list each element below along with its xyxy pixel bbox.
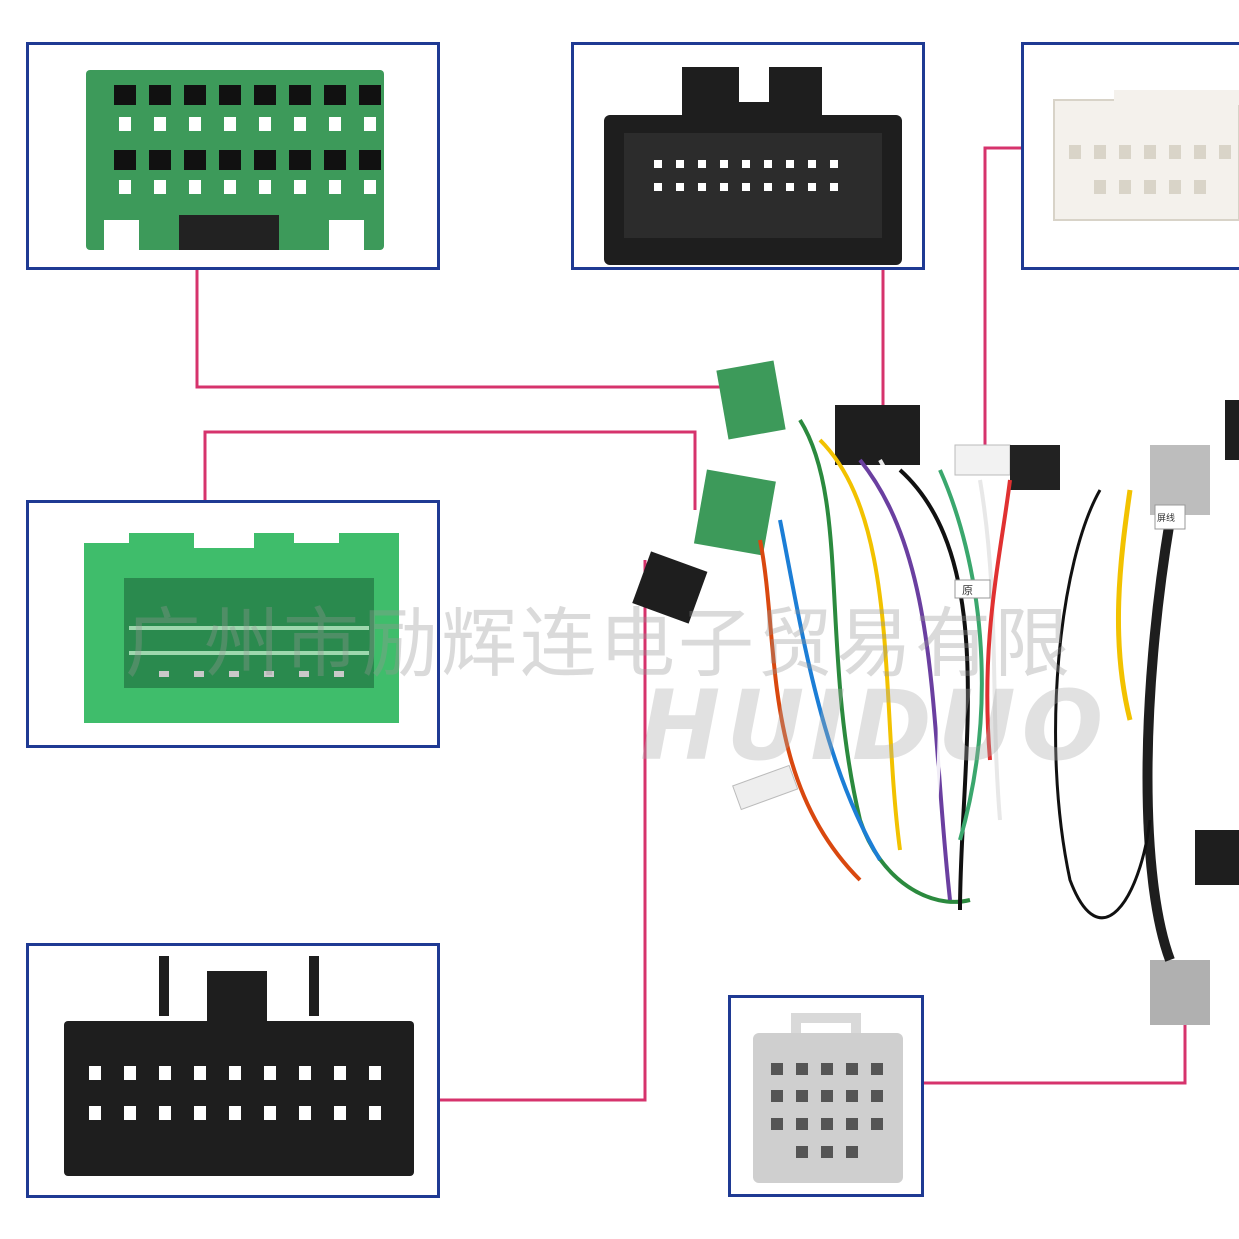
connector-frame-black-bottom (26, 943, 440, 1198)
bright-green-connector-image (84, 533, 399, 723)
watermark-company-name: 广州市励辉连电子贸易有限 (125, 599, 1073, 688)
gray-connector-image (753, 1013, 903, 1183)
harness-wires (758, 418, 1175, 962)
watermark-brand-logo: HUIDUO (640, 670, 1110, 782)
harness-black-connector-2 (632, 551, 708, 624)
harness-black-connector-3 (1010, 445, 1060, 490)
connector-frame-white-top (1021, 42, 1239, 270)
harness-black-connector-1 (835, 405, 920, 465)
black-connector-bottom-image (64, 956, 414, 1176)
harness-gray-connector-1 (1150, 445, 1210, 515)
leader-line-6 (922, 1020, 1187, 1085)
harness-white-connector (954, 444, 1011, 476)
connector-frame-gray-bottom (728, 995, 924, 1197)
harness-black-connector-4 (1225, 400, 1239, 460)
green-connector-image (86, 70, 384, 250)
connector-frame-green-top (26, 42, 440, 270)
connector-frame-green-middle (26, 500, 440, 748)
black-connector-image (604, 67, 902, 265)
leader-line-4 (983, 146, 1027, 452)
harness-tag-1: 原 (962, 584, 973, 597)
harness-green-connector-1 (716, 360, 786, 440)
harness-connectors (632, 360, 1239, 1025)
harness-gray-connector-2 (1150, 960, 1210, 1025)
connector-frame-black-top (571, 42, 925, 270)
white-connector-image (1053, 90, 1239, 221)
harness-label-tags (954, 504, 1186, 599)
harness-green-connector-2 (693, 469, 776, 556)
leader-line-2 (203, 430, 697, 510)
leader-line-1 (195, 268, 735, 389)
leader-line-5 (440, 560, 647, 1102)
harness-tag-2: 屏线 (1157, 512, 1175, 524)
harness-white-plug (732, 764, 799, 811)
harness-black-connector-5 (1195, 830, 1239, 885)
